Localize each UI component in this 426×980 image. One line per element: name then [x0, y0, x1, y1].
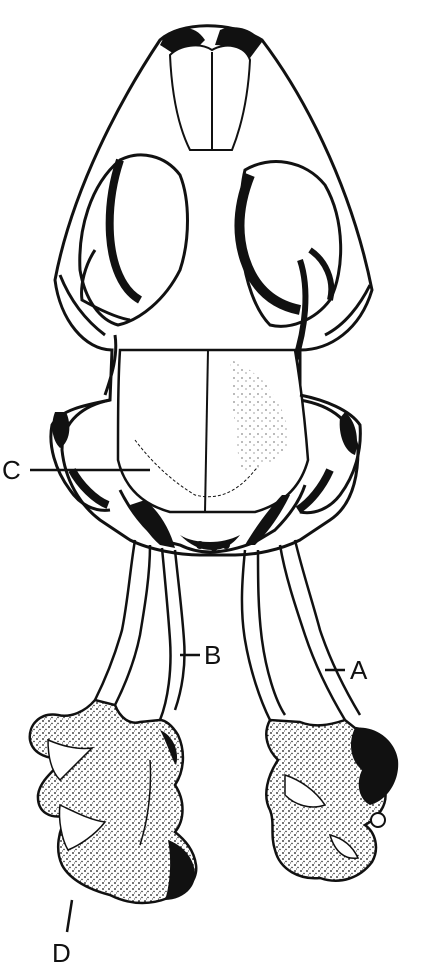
label-b-group: B: [180, 640, 221, 670]
label-c: C: [2, 455, 21, 485]
right-orbit: [241, 162, 341, 327]
skull: [51, 26, 372, 555]
label-d-group: D: [52, 900, 72, 968]
label-a: A: [350, 655, 368, 685]
label-b: B: [204, 640, 221, 670]
label-d: D: [52, 938, 71, 968]
left-gland-complex: [30, 540, 196, 903]
right-gland-complex: [242, 540, 398, 881]
leader-d: [67, 900, 72, 932]
